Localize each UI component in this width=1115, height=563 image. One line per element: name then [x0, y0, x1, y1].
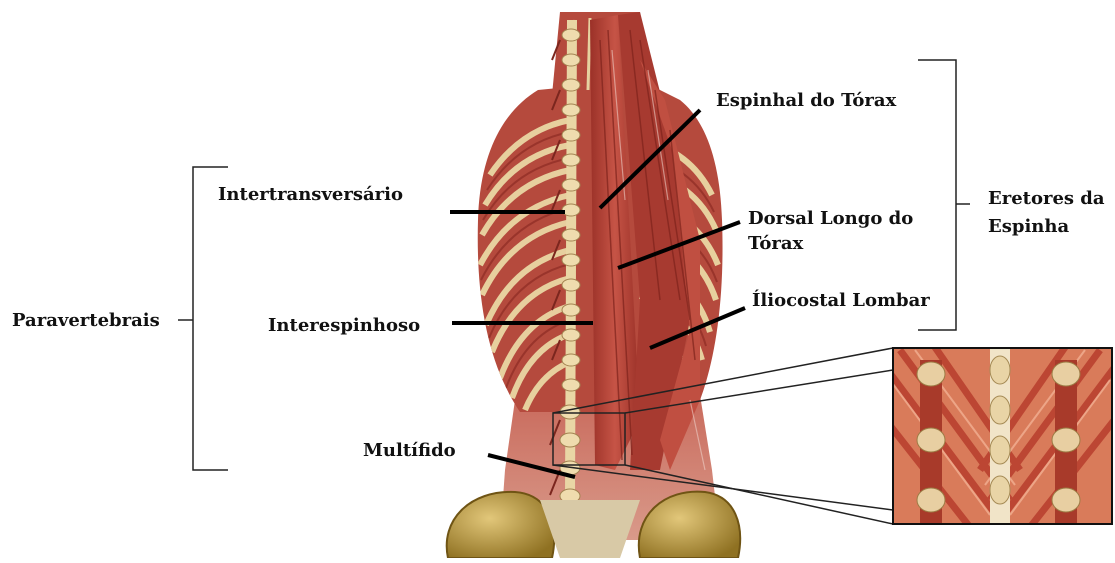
label-iliocostal-lombar: Íliocostal Lombar	[752, 290, 930, 312]
label-eretores-line2: Espinha	[988, 216, 1069, 238]
label-intertransversario: Intertransversário	[218, 184, 403, 206]
label-interespinhoso: Interespinhoso	[268, 315, 420, 337]
label-dorsal-longo-line2: Tórax	[748, 233, 803, 255]
paravertebrais-bracket	[193, 167, 228, 470]
label-dorsal-longo-line1: Dorsal Longo do	[748, 208, 913, 230]
label-paravertebrais: Paravertebrais	[12, 310, 160, 332]
pelvis-bones	[447, 492, 740, 558]
magnified-inset	[870, 340, 1115, 540]
label-multifido: Multífido	[363, 440, 456, 462]
label-espinhal-do-torax: Espinhal do Tórax	[716, 90, 896, 112]
torso-illustration	[447, 12, 740, 558]
label-eretores-line1: Eretores da	[988, 188, 1105, 210]
